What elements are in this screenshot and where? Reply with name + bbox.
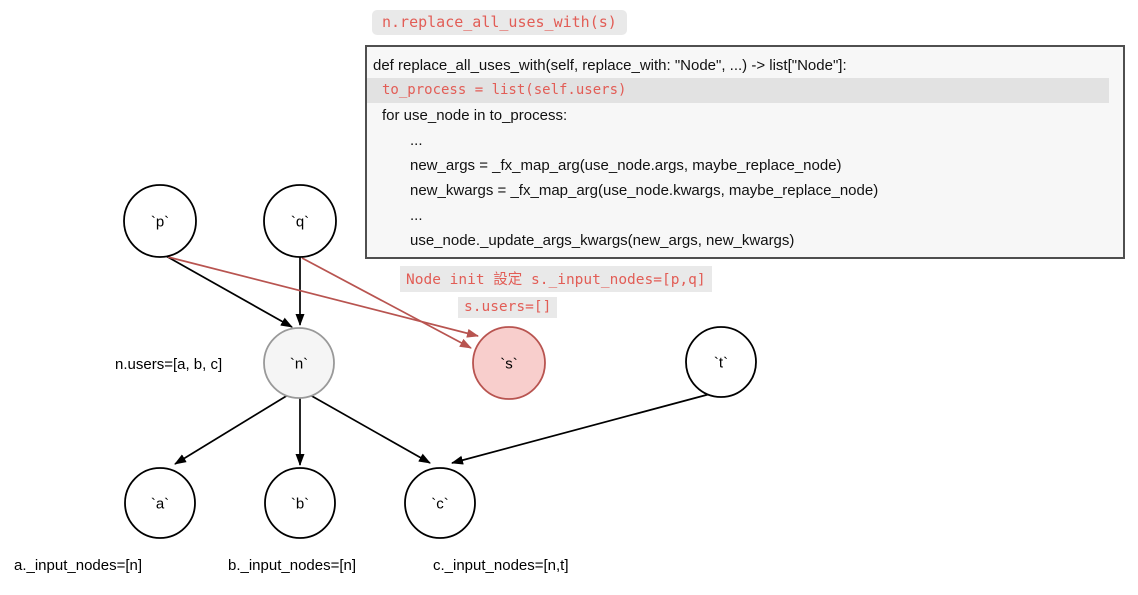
node-label: `q` xyxy=(291,213,309,230)
code-line: def replace_all_uses_with(self, replace_… xyxy=(373,57,847,74)
annotation-s-users: s.users=[] xyxy=(458,297,558,318)
node-label: `a` xyxy=(151,495,169,512)
label-n-users: n.users=[a, b, c] xyxy=(115,356,223,373)
label-b-input-nodes: b._input_nodes=[n] xyxy=(228,557,357,574)
node-circle xyxy=(123,184,197,258)
node-label: `s` xyxy=(500,355,518,372)
graph-node-q: `q` xyxy=(263,184,337,258)
label-c-input-nodes: c._input_nodes=[n,t] xyxy=(433,557,569,574)
code-line: new_kwargs = _fx_map_arg(use_node.kwargs… xyxy=(410,182,879,199)
code-snippet-box: def replace_all_uses_with(self, replace_… xyxy=(365,45,1125,259)
annotation-node-init: Node init 設定 s._input_nodes=[p,q] xyxy=(400,266,712,292)
edge-p-n xyxy=(165,255,293,328)
label-a-input-nodes: a._input_nodes=[n] xyxy=(14,557,143,574)
code-line: new_args = _fx_map_arg(use_node.args, ma… xyxy=(410,157,842,174)
code-line: for use_node in to_process: xyxy=(382,107,568,124)
node-circle xyxy=(685,326,757,398)
node-circle xyxy=(404,467,476,539)
code-lines: def replace_all_uses_with(self, replace_… xyxy=(367,53,1123,253)
graph-node-a: `a` xyxy=(124,467,196,539)
node-circle xyxy=(472,326,546,400)
node-circle xyxy=(264,467,336,539)
code-line: ... xyxy=(410,132,423,149)
method-call-badge: n.replace_all_uses_with(s) xyxy=(372,10,627,35)
edge-q-s xyxy=(301,257,472,349)
node-label: `b` xyxy=(291,495,309,512)
node-circle xyxy=(263,327,335,399)
edge-n-c xyxy=(309,394,431,464)
graph-node-p: `p` xyxy=(123,184,197,258)
code-line: use_node._update_args_kwargs(new_args, n… xyxy=(410,232,795,249)
node-circle xyxy=(124,467,196,539)
graph-node-b: `b` xyxy=(264,467,336,539)
node-label: `p` xyxy=(151,213,169,230)
graph-node-t: `t` xyxy=(685,326,757,398)
node-label: `n` xyxy=(290,355,308,372)
graph-node-s: `s` xyxy=(472,326,546,400)
node-layer: `p` `q` `n` `s` `t` `a` `b` `c` xyxy=(123,184,757,539)
edge-n-a xyxy=(174,394,289,465)
node-label: `t` xyxy=(714,354,728,371)
graph-node-c: `c` xyxy=(404,467,476,539)
code-line-highlighted: to_process = list(self.users) xyxy=(367,78,1109,103)
code-line: ... xyxy=(410,207,423,224)
edge-p-s xyxy=(167,256,479,338)
node-label: `c` xyxy=(431,495,449,512)
edge-t-c xyxy=(451,393,711,465)
edge-layer xyxy=(165,255,711,466)
graph-node-n: `n` xyxy=(263,327,335,399)
node-circle xyxy=(263,184,337,258)
